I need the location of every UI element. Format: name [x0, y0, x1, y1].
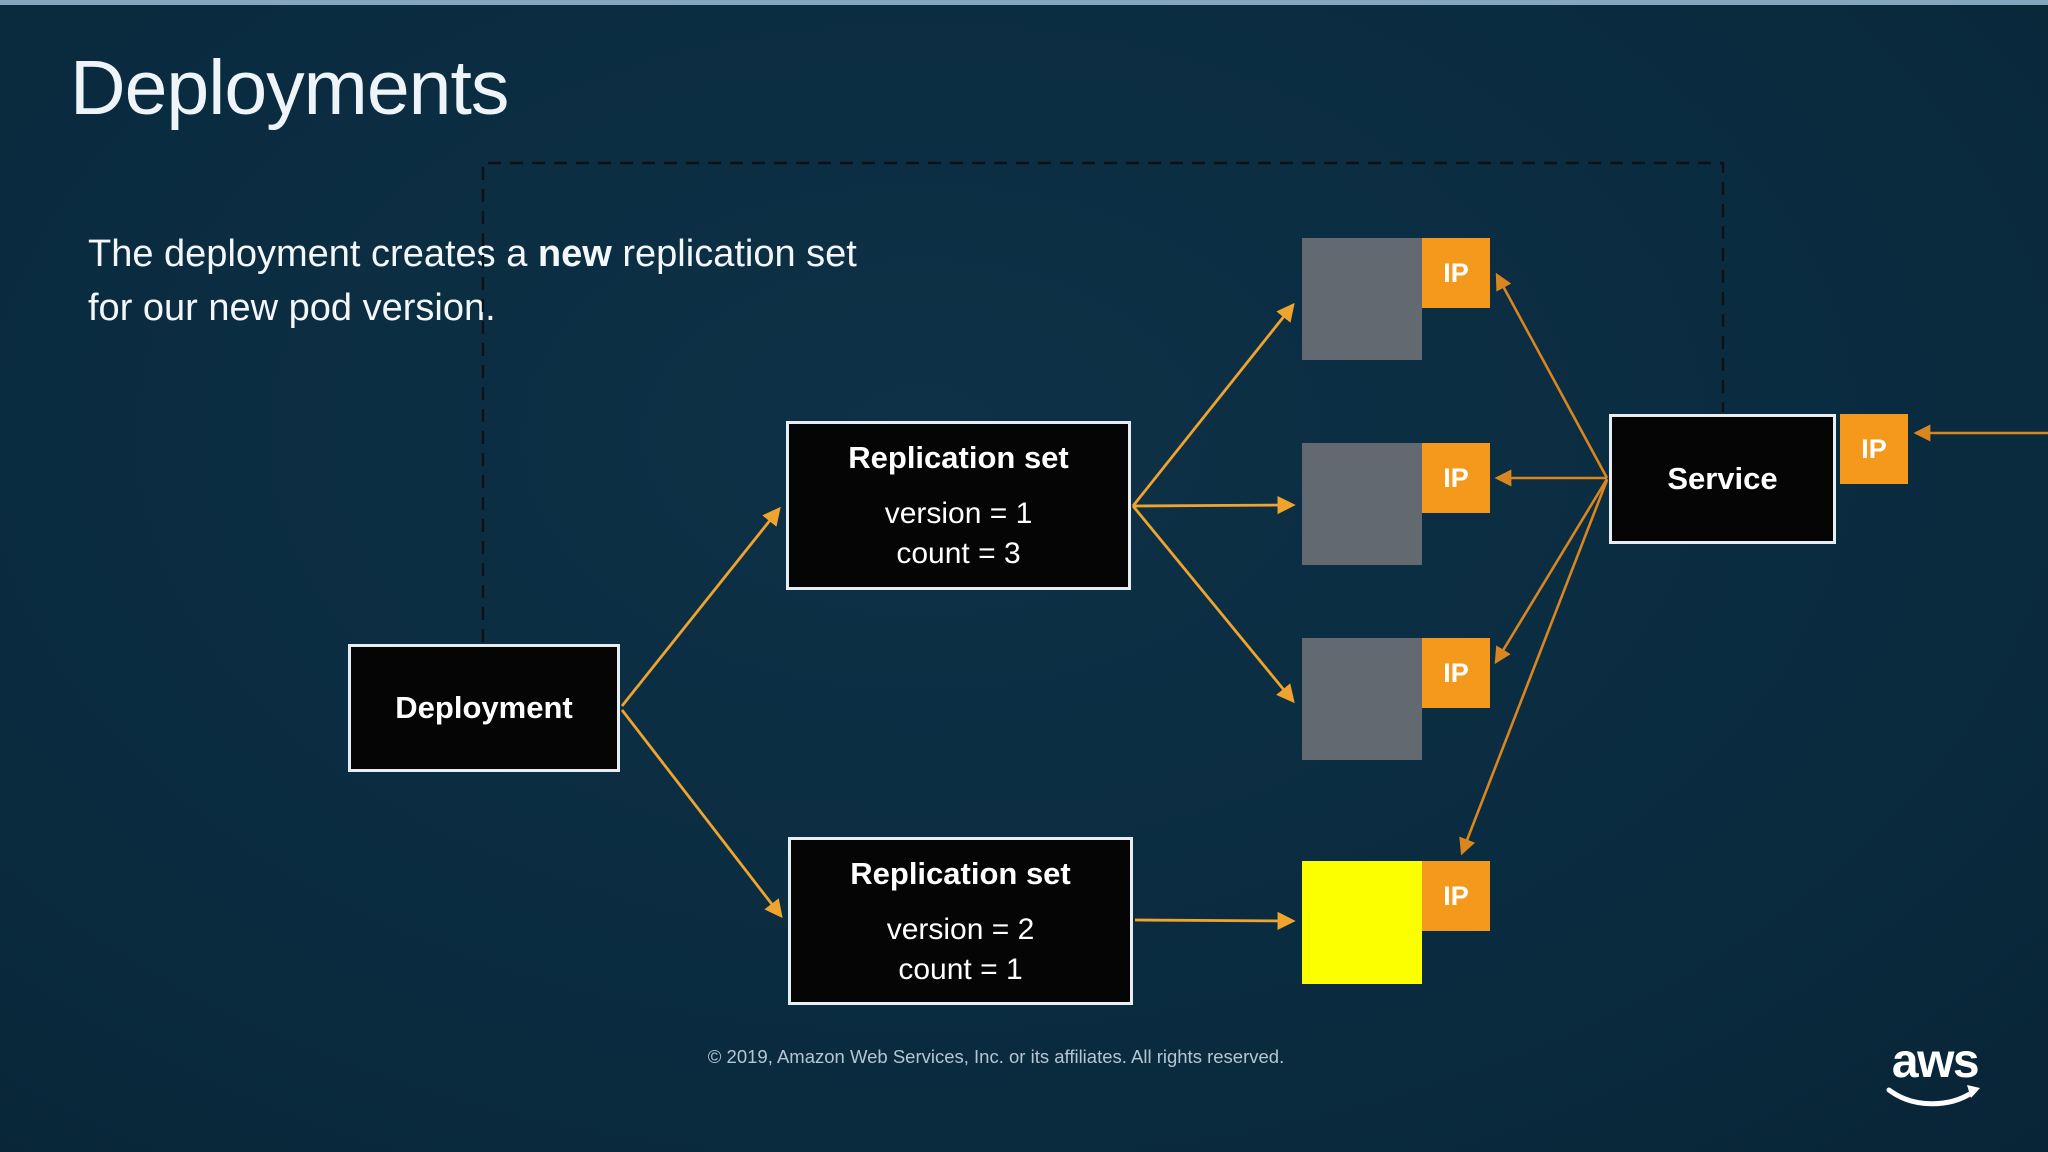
aws-logo-text: aws — [1891, 1035, 1980, 1088]
service-ip-badge: IP — [1840, 414, 1908, 484]
arrow-service-to-ip1 — [1495, 272, 1609, 479]
pod-3: IP — [1302, 638, 1490, 760]
replication-set-1-title: Replication set — [848, 440, 1069, 475]
pod-2-ip-badge: IP — [1422, 443, 1490, 513]
pod-new-version: IP — [1302, 861, 1490, 984]
arrow-service-to-ip-new — [1459, 479, 1609, 856]
aws-logo: aws — [1884, 1038, 1986, 1112]
pod-3-ip-badge: IP — [1422, 638, 1490, 708]
deployment-box: Deployment — [348, 644, 620, 772]
replication-set-2-count: count = 1 — [898, 953, 1023, 986]
body-line1-prefix: The deployment creates a — [88, 233, 538, 275]
pod-1-ip-badge: IP — [1422, 238, 1490, 308]
pod-new-ip-badge: IP — [1422, 861, 1490, 931]
arrow-service-to-ip3 — [1494, 478, 1609, 665]
replication-set-2-version: version = 2 — [886, 913, 1035, 946]
body-text: The deployment creates a new replication… — [88, 228, 1088, 336]
replication-set-2-box: Replication set version = 2 count = 1 — [788, 837, 1133, 1005]
top-accent-strip — [0, 0, 2048, 5]
replication-set-2-title: Replication set — [850, 856, 1071, 891]
arrow-deployment-to-rs2 — [620, 709, 783, 919]
arrow-rs1-to-pod1 — [1131, 302, 1295, 507]
aws-smile-icon — [1886, 1085, 1980, 1107]
arrow-rs1-to-pod2 — [1132, 495, 1296, 515]
service-label: Service — [1667, 461, 1778, 496]
pod-2: IP — [1302, 443, 1490, 565]
service-box: Service — [1609, 414, 1836, 544]
arrow-deployment-to-rs1 — [620, 506, 781, 707]
arrow-rs1-to-pod3 — [1131, 505, 1295, 704]
deployment-label: Deployment — [395, 690, 573, 725]
body-line1-bold: new — [537, 233, 612, 275]
arrow-rs2-to-pod-new — [1134, 911, 1296, 931]
footer-copyright: © 2019, Amazon Web Services, Inc. or its… — [707, 1046, 1285, 1067]
replication-set-1-version: version = 1 — [884, 497, 1033, 530]
pod-1: IP — [1302, 238, 1490, 360]
body-line2: for our new pod version. — [88, 286, 496, 329]
page-title: Deployments — [70, 45, 509, 131]
replication-set-1-box: Replication set version = 1 count = 3 — [786, 421, 1131, 590]
body-line1-suffix: replication set — [611, 233, 857, 275]
replication-set-1-count: count = 3 — [896, 537, 1021, 570]
